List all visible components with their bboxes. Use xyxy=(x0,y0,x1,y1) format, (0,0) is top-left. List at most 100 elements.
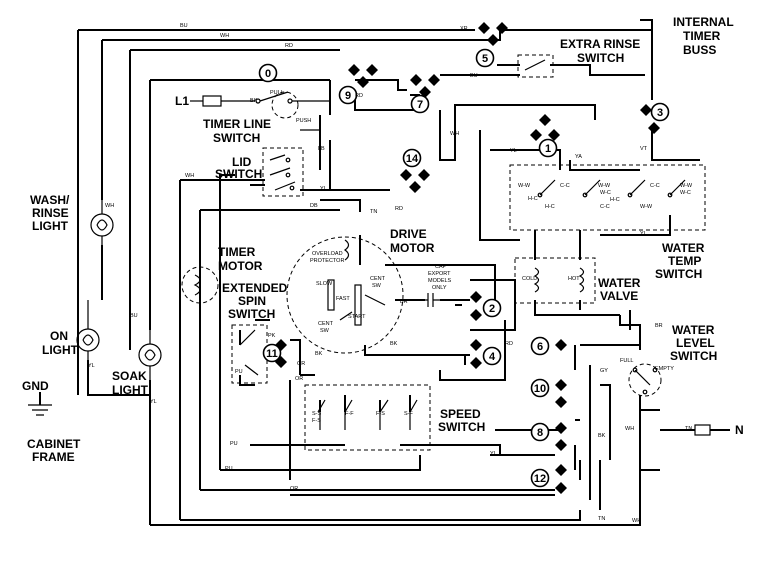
lid-switch-icon xyxy=(262,147,304,197)
wire-tag-28: WH xyxy=(450,131,459,137)
timer-cam-2: 2 xyxy=(482,298,502,318)
speed-position-1: F-S xyxy=(312,418,321,424)
push-label: PUSH xyxy=(296,118,311,124)
speed-position-4: S-F xyxy=(404,411,414,417)
timer-cam-14: 14 xyxy=(402,148,422,168)
l1-label: L1 xyxy=(175,94,189,108)
timer-cam-contacts xyxy=(275,22,660,494)
wire-tag-8: TN xyxy=(370,209,377,215)
wash-rinse-light-icon xyxy=(90,213,114,237)
wash-rinse-light-label-2: RINSE xyxy=(32,206,69,220)
on-light-label-2: LIGHT xyxy=(42,343,79,357)
svg-text:5: 5 xyxy=(482,53,488,65)
cabinet-frame-label-2: FRAME xyxy=(32,450,75,464)
water-temp-switch-label-2: TEMP xyxy=(668,254,701,268)
svg-text:3: 3 xyxy=(657,107,663,119)
cent-sw-label: CENT xyxy=(370,276,386,282)
hot-label: HOT xyxy=(568,276,580,282)
timer-cam-10: 10 xyxy=(530,378,550,398)
water-level-switch-icon xyxy=(628,363,662,397)
wire-tag-40: BK xyxy=(598,433,606,439)
cent-sw-label-2: SW xyxy=(372,283,382,289)
wire-tag-5: BU xyxy=(470,73,478,79)
wire-code-tags: BUWHRDBKYLBUORPUTNBRYLORBUWHYLYLWHTNWHBK… xyxy=(88,23,692,524)
timer-line-switch-icon xyxy=(271,91,299,119)
neutral-label: N xyxy=(735,423,744,437)
l1-connector-icon xyxy=(202,95,222,107)
cabinet-frame-label: CABINET xyxy=(27,437,81,451)
timer-cam-12: 12 xyxy=(530,468,550,488)
temp-position-5: H-C xyxy=(610,197,620,203)
svg-text:4: 4 xyxy=(489,351,496,363)
wire-tag-6: OR xyxy=(295,376,303,382)
extra-rinse-switch-label: EXTRA RINSE xyxy=(560,37,640,51)
temp-position-11: W-W xyxy=(640,204,653,210)
wire-traces xyxy=(39,19,730,526)
extra-rinse-switch-label-2: SWITCH xyxy=(577,51,624,65)
timer-line-switch-label: TIMER LINE xyxy=(203,117,271,131)
water-level-switch-label: WATER xyxy=(672,323,715,337)
svg-text:2: 2 xyxy=(489,303,495,315)
temp-position-10: H-C xyxy=(545,204,555,210)
wire-tag-15: YL xyxy=(150,399,157,405)
drive-motor-icon xyxy=(286,236,404,354)
timer-cam-4: 4 xyxy=(482,346,502,366)
wire-tag-30: BR xyxy=(655,323,663,329)
extended-spin-switch-label-2: SPIN xyxy=(238,294,266,308)
start-label: START xyxy=(348,314,366,320)
slow-label: SLOW xyxy=(316,281,333,287)
water-temp-switch-label: WATER xyxy=(662,241,705,255)
wire-tag-16: WH xyxy=(185,173,194,179)
svg-text:9: 9 xyxy=(345,90,351,102)
internal-timer-buss-label-3: BUSS xyxy=(683,43,716,57)
wire-tag-34: BK xyxy=(315,351,323,357)
timer-cam-8: 8 xyxy=(530,422,550,442)
extended-spin-switch-label: EXTENDED xyxy=(222,281,288,295)
temp-position-2: H-C xyxy=(528,196,538,202)
wash-rinse-light-label: WASH/ xyxy=(30,193,70,207)
water-temp-switch-icon xyxy=(509,164,706,231)
empty-label: EMPTY xyxy=(655,366,674,372)
lid-switch-label: LID xyxy=(232,155,252,169)
wire-tag-32: TN xyxy=(685,426,692,432)
wire-tag-39: YL xyxy=(640,231,647,237)
overload-protector-label: OVERLOAD xyxy=(312,251,343,257)
temp-position-1: C-C xyxy=(560,183,570,189)
svg-text:8: 8 xyxy=(537,427,543,439)
wire-tag-38: DB xyxy=(310,203,318,209)
wire-tag-13: WH xyxy=(105,203,114,209)
wire-tag-11: OR xyxy=(290,486,298,492)
timer-cam-3: 3 xyxy=(650,102,670,122)
wire-tag-27: GY xyxy=(600,368,608,374)
wire-tag-29: RD xyxy=(395,206,403,212)
temp-position-4: W-C xyxy=(600,190,611,196)
wire-tag-12: BU xyxy=(130,313,138,319)
temp-position-6: C-C xyxy=(650,183,660,189)
wire-tag-35: OR xyxy=(297,361,305,367)
wire-tag-25: YA xyxy=(575,154,582,160)
svg-text:6: 6 xyxy=(537,341,543,353)
timer-cam-0: 0 xyxy=(258,63,278,83)
wash-rinse-light-label-3: LIGHT xyxy=(32,219,69,233)
internal-timer-buss-label: INTERNAL xyxy=(673,15,734,29)
temp-position-3: W-W xyxy=(598,183,611,189)
cap-export-label-4: ONLY xyxy=(432,285,447,291)
wire-tag-33: WH xyxy=(632,518,641,524)
pull-label: PULL xyxy=(270,90,284,96)
wire-tag-17: TN xyxy=(598,516,605,522)
water-valve-label-2: VALVE xyxy=(600,289,638,303)
wire-tag-10: YL xyxy=(490,451,497,457)
wire-tag-3: BK xyxy=(250,98,258,104)
temp-position-7: W-W xyxy=(680,183,693,189)
extra-rinse-switch-icon xyxy=(517,54,554,78)
cold-label: COLD xyxy=(522,276,537,282)
extended-spin-switch-label-3: SWITCH xyxy=(228,307,275,321)
timer-line-switch-label-2: SWITCH xyxy=(213,131,260,145)
wire-tag-31: LB xyxy=(318,146,325,152)
gnd-label: GND xyxy=(22,379,49,393)
svg-text:7: 7 xyxy=(417,99,423,111)
wire-tag-0: BU xyxy=(180,23,188,29)
svg-text:0: 0 xyxy=(265,68,271,80)
timer-cam-11: 11 xyxy=(262,343,282,363)
soak-light-label: SOAK xyxy=(112,369,147,383)
